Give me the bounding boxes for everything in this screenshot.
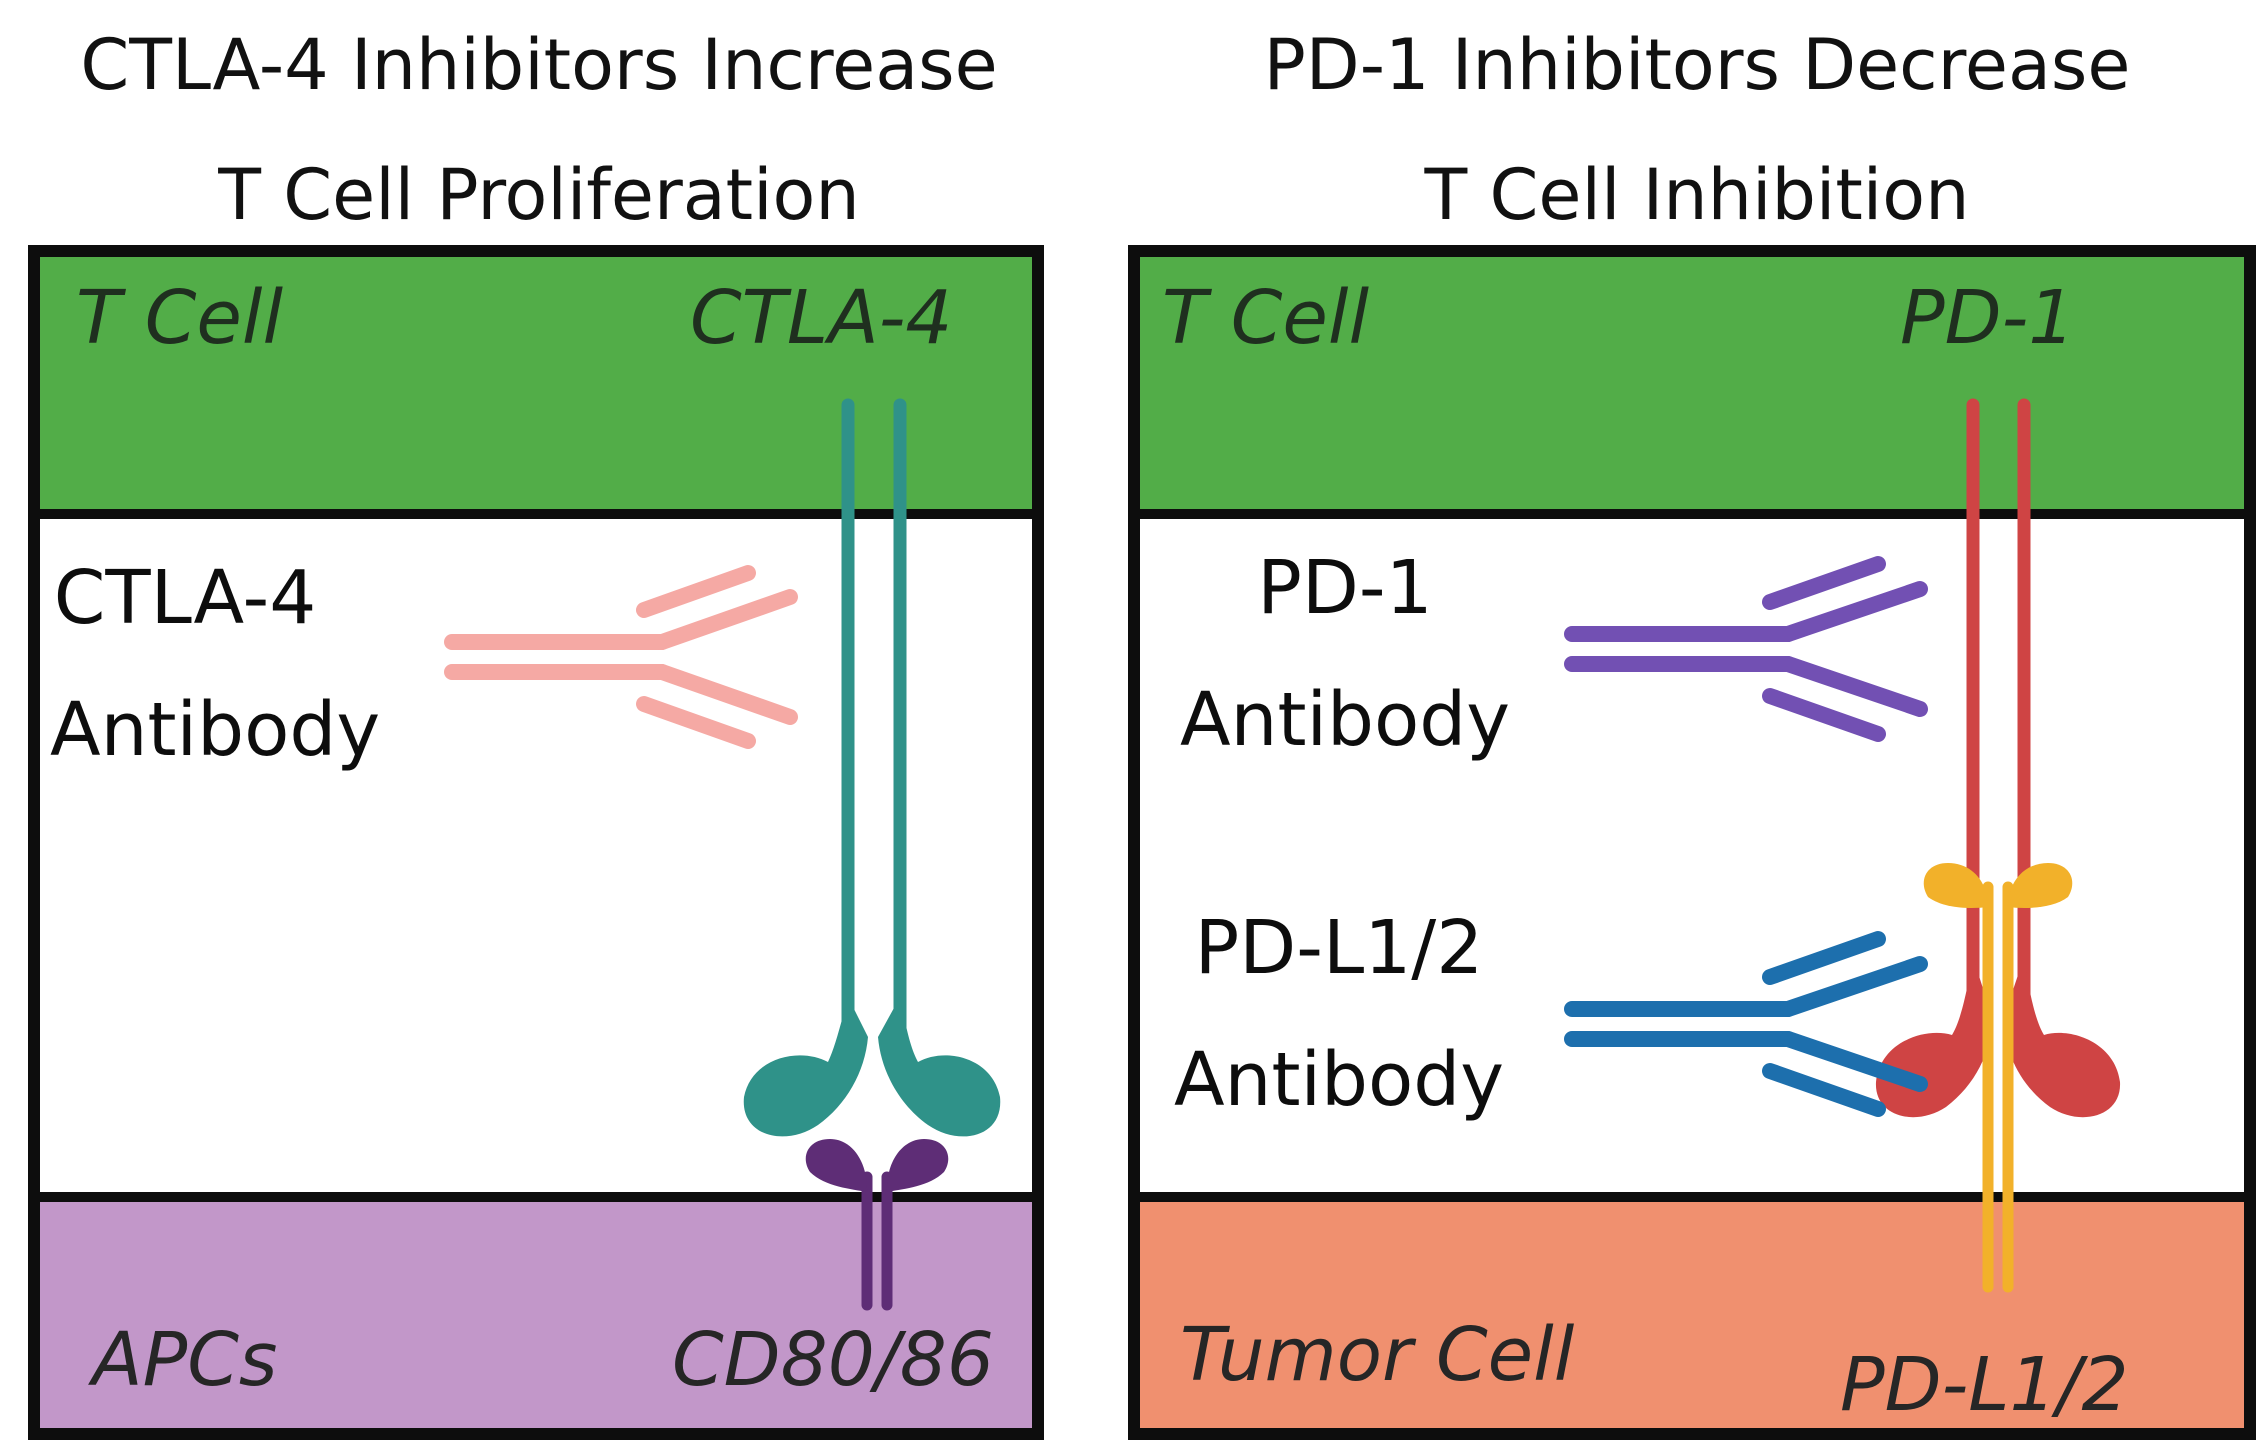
- ctla4-antibody: [444, 565, 798, 749]
- pd1-antibody-label-line-1: PD-1: [1257, 545, 1433, 631]
- left-panel-title: CTLA-4 Inhibitors Increase T Cell Prolif…: [0, 0, 1078, 260]
- t-cell-label: T Cell: [76, 275, 284, 361]
- right-panel-title: PD-1 Inhibitors Decrease T Cell Inhibiti…: [1130, 0, 2264, 260]
- pd-l1-2-ligand: [1923, 863, 2073, 1293]
- ctla4-receptor: [743, 398, 1001, 1137]
- tumor-cell-label: Tumor Cell: [1180, 1312, 1575, 1398]
- pd1-receptor: [1875, 398, 2121, 1118]
- cd80-86-label: CD80/86: [672, 1317, 994, 1403]
- synapse-area: [40, 519, 1032, 1192]
- pd1-antibody-label-line-2: Antibody: [1179, 677, 1511, 763]
- cd80-86-ligand: [805, 1139, 949, 1311]
- pd1-receptor-label: PD-1: [1900, 275, 2076, 361]
- t-cell-band: [40, 257, 1032, 519]
- right-title-line-2: T Cell Inhibition: [1424, 154, 1970, 236]
- left-title-line-2: T Cell Proliferation: [218, 154, 860, 236]
- left-title-line-1: CTLA-4 Inhibitors Increase: [80, 24, 998, 106]
- pd-l1-2-antibody-label-line-2: Antibody: [1173, 1037, 1505, 1123]
- right-title-line-1: PD-1 Inhibitors Decrease: [1263, 24, 2131, 106]
- pd1-antibody-label: PD-1 Antibody: [1160, 522, 1530, 786]
- left-panel: T Cell CTLA-4 CTLA-4 Antibody APCs CD80/…: [28, 245, 1044, 1440]
- pd-l1-2-antibody-label-line-1: PD-L1/2: [1194, 905, 1484, 991]
- tumor-cell-band: [1140, 1192, 2244, 1428]
- pd1-interaction-diagram: [1564, 398, 2121, 1293]
- ctla4-antibody-label-line-1: CTLA-4: [53, 555, 317, 641]
- pd-l1-2-antibody: [1564, 931, 1928, 1117]
- pd-l1-2-label: PD-L1/2: [1840, 1342, 2129, 1428]
- ctla4-antibody-label: CTLA-4 Antibody: [50, 532, 381, 796]
- apcs-label: APCs: [92, 1317, 278, 1403]
- right-panel: T Cell PD-1 PD-1 Antibody PD-L1/2 Antibo…: [1128, 245, 2256, 1440]
- pd-l1-2-antibody-label: PD-L1/2 Antibody: [1154, 882, 1524, 1146]
- t-cell-band: [1140, 257, 2244, 519]
- t-cell-label: T Cell: [1162, 275, 1370, 361]
- ctla4-receptor-label: CTLA-4: [690, 275, 953, 361]
- ctla4-interaction-diagram: [444, 398, 1001, 1311]
- pd1-antibody: [1564, 556, 1928, 742]
- ctla4-antibody-label-line-2: Antibody: [50, 687, 381, 773]
